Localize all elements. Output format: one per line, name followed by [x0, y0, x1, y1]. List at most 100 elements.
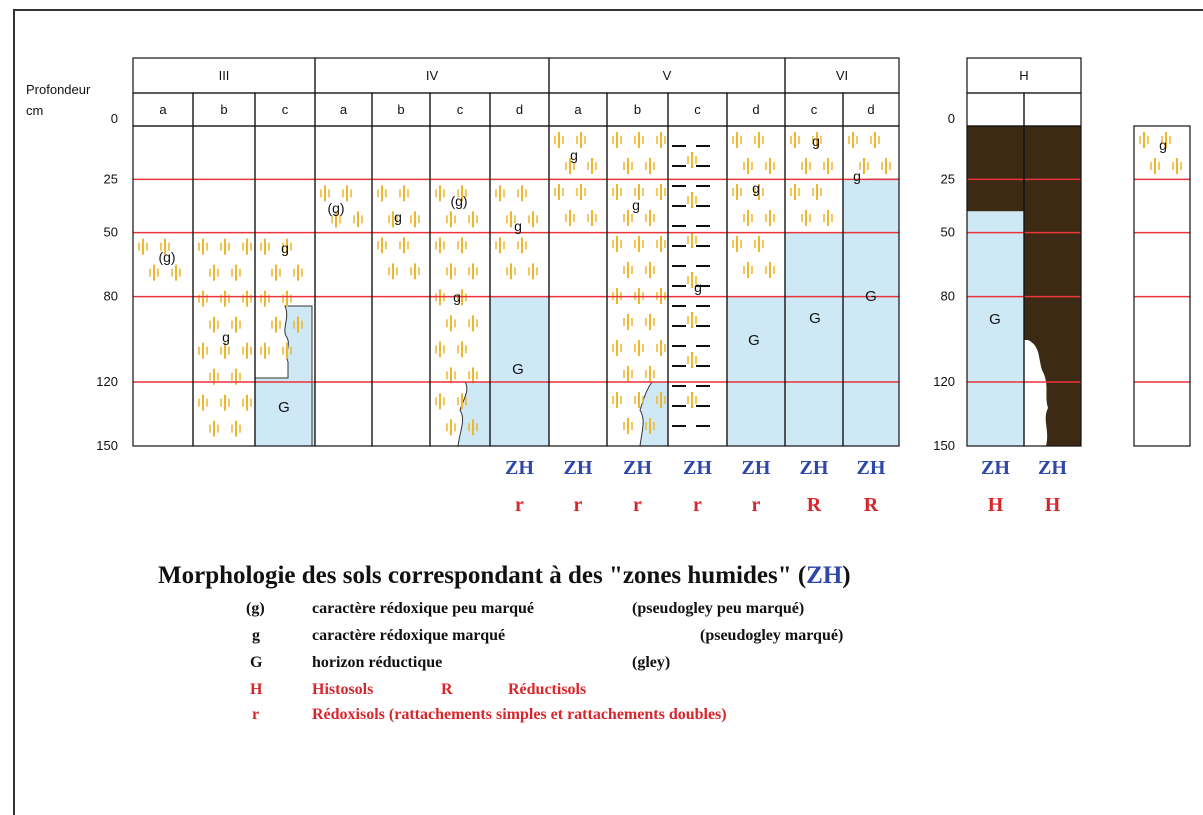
redox-mottle — [587, 210, 597, 226]
redox-mottle — [565, 210, 575, 226]
redox-mottle — [410, 211, 420, 228]
redox-mottle — [565, 158, 575, 174]
redox-mottle — [656, 392, 666, 408]
redox-mottle — [623, 262, 633, 278]
redox-mottle — [399, 185, 409, 202]
redox-mottle — [457, 393, 467, 410]
redox-mottle — [612, 392, 622, 408]
depth-tick-left: 25 — [104, 171, 118, 186]
redox-mottle — [160, 238, 170, 255]
redox-mottle — [149, 264, 159, 281]
depth-axis-unit: cm — [26, 103, 43, 118]
redox-mottle — [554, 132, 564, 148]
redox-mottle — [231, 420, 241, 437]
horizon-label-pseudogley: g — [632, 197, 640, 213]
legend-symbol-gley: G — [250, 654, 263, 671]
redox-mottle — [743, 210, 753, 226]
redox-mottle — [242, 290, 252, 307]
redox-mottle — [468, 315, 478, 332]
redox-mottle — [231, 316, 241, 333]
redox-mottle — [331, 211, 341, 228]
redox-mottle — [859, 158, 869, 174]
redox-mottle — [468, 263, 478, 280]
horizon-label-pseudogley: g — [694, 279, 702, 295]
depth-tick-left: 50 — [104, 225, 118, 240]
zh-label: ZH — [857, 457, 886, 479]
redox-mottle — [388, 263, 398, 280]
sub-header-label: d — [516, 102, 523, 117]
soil-class-label: H — [988, 494, 1004, 516]
depth-tick-right: 120 — [933, 374, 955, 389]
redox-mottle — [823, 158, 833, 174]
redox-mottle — [765, 210, 775, 226]
redox-mottle — [209, 316, 219, 333]
redox-mottle — [435, 393, 445, 410]
redox-mottle — [754, 184, 764, 200]
group-header-label: III — [219, 68, 230, 83]
redox-mottle — [198, 342, 208, 359]
profile-column — [548, 125, 608, 447]
zh-label: ZH — [800, 457, 829, 479]
horizon-label-pseudogley: g — [453, 289, 461, 305]
soil-class-label: R — [864, 494, 879, 516]
group-header-label: IV — [426, 68, 439, 83]
group-header-label: V — [663, 68, 672, 83]
legend-symbol-histosols: H — [250, 681, 263, 698]
horizon-label-pseudogley: g — [570, 147, 578, 163]
horizon-label-pseudogley: g — [514, 218, 522, 234]
gley-lens — [639, 381, 669, 447]
depth-tick-right: 50 — [941, 225, 955, 240]
title-zh: ZH — [806, 562, 843, 589]
sub-header-label: c — [457, 102, 464, 117]
horizon-label-gley: G — [278, 399, 290, 416]
gley-lens — [254, 305, 313, 447]
redox-mottle — [656, 340, 666, 356]
redox-mottle — [220, 394, 230, 411]
redox-mottle — [732, 236, 742, 252]
redox-mottle — [209, 264, 219, 281]
sub-header-label: b — [634, 102, 641, 117]
redox-mottle — [260, 238, 270, 255]
horizon-label-pseudogley: g — [222, 329, 230, 345]
redox-mottle — [623, 418, 633, 434]
redox-mottle — [743, 158, 753, 174]
redox-mottle — [612, 184, 622, 200]
soil-class-label: r — [693, 494, 702, 516]
redox-mottle — [765, 262, 775, 278]
redox-mottle — [790, 132, 800, 148]
redox-mottle — [790, 184, 800, 200]
gley-horizon — [785, 232, 843, 446]
redox-mottle — [743, 262, 753, 278]
sub-header-label: c — [811, 102, 818, 117]
depth-tick-left: 150 — [96, 438, 118, 453]
legend-text-g-light: caractère rédoxique peu marqué — [312, 600, 535, 617]
redox-mottle — [468, 211, 478, 228]
soil-class-label: r — [515, 494, 524, 516]
profile-column — [371, 125, 431, 447]
profile-column — [1133, 125, 1191, 447]
redox-mottle — [220, 290, 230, 307]
sub-header-label: c — [694, 102, 701, 117]
redox-mottle — [410, 263, 420, 280]
horizon-label-pseudogley: (g) — [450, 193, 467, 209]
legend-symbol-g: g — [252, 627, 260, 644]
legend-note-g-light: (pseudogley peu marqué) — [632, 600, 805, 617]
sub-header-label: c — [282, 102, 289, 117]
redox-mottle — [687, 192, 697, 208]
redox-mottle — [260, 342, 270, 359]
redox-mottle — [687, 312, 697, 328]
legend-note-gley: (gley) — [632, 654, 671, 671]
depth-axis-label: Profondeur — [26, 82, 91, 97]
redox-mottle — [645, 314, 655, 330]
redox-mottle — [468, 367, 478, 384]
redox-mottle — [765, 158, 775, 174]
redox-mottle — [754, 236, 764, 252]
redox-mottle — [612, 132, 622, 148]
zh-label: ZH — [742, 457, 771, 479]
sub-header-cell — [966, 92, 1025, 127]
redox-mottle — [687, 232, 697, 248]
horizon-label-gley: G — [809, 310, 821, 327]
redox-mottle — [446, 211, 456, 228]
profile-column — [1023, 125, 1082, 447]
